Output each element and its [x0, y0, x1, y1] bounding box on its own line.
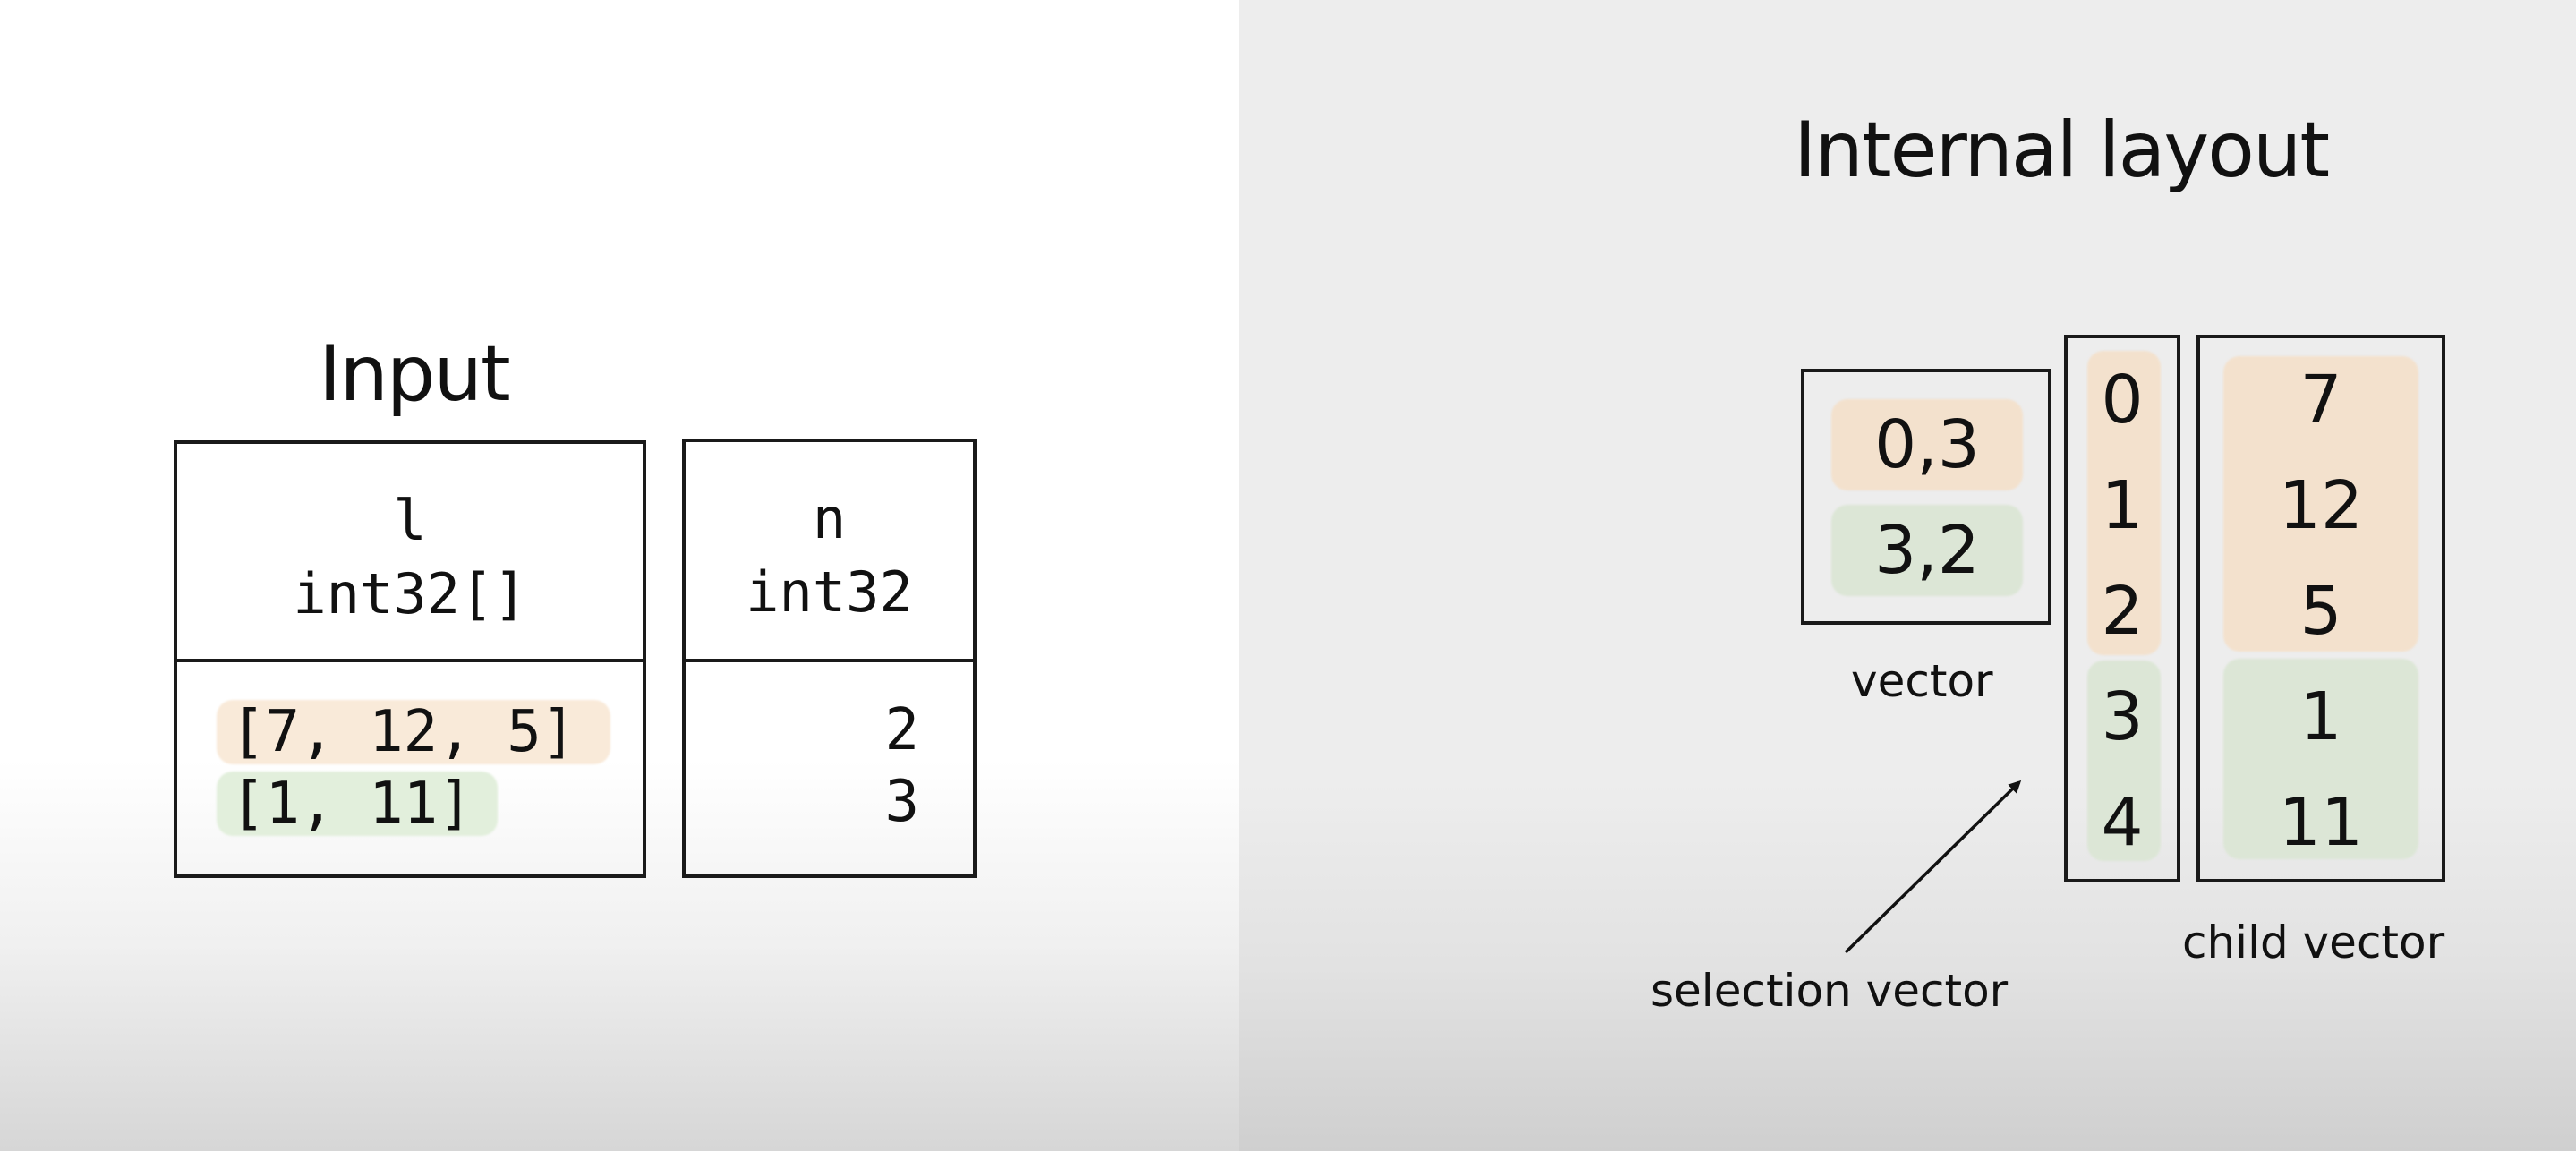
selection-value-4: 4	[2101, 784, 2144, 861]
vector-entry-1: 0,3	[1874, 406, 1980, 483]
vector-entry-2: 3,2	[1874, 512, 1980, 589]
column-l-row-2-value: [1, 11]	[231, 771, 473, 837]
column-l-name: l	[393, 488, 427, 553]
vector-box: 0,3 3,2	[1801, 369, 2051, 625]
selection-vector-box: 0 1 2 3 4	[2064, 335, 2180, 882]
internal-layout-panel: Internal layout 0,3 3,2 vector 0 1 2 3 4…	[1239, 0, 2576, 1151]
input-title: Input	[319, 329, 511, 419]
input-panel: Input l int32[] [7, 12, 5] [1, 11] n int…	[0, 0, 1239, 1151]
child-group-2-highlight	[2223, 659, 2418, 859]
column-n-divider	[686, 659, 973, 662]
column-n-row-1-value: 2	[884, 697, 919, 763]
column-l-row-1-value: [7, 12, 5]	[231, 699, 576, 765]
child-value-4: 11	[2278, 784, 2364, 861]
column-n-type: int32	[746, 559, 913, 625]
child-value-2: 5	[2299, 573, 2342, 650]
column-l-table: l int32[] [7, 12, 5] [1, 11]	[174, 440, 646, 878]
selection-vector-arrow	[1844, 780, 2022, 954]
selection-value-1: 1	[2101, 467, 2144, 544]
child-value-3: 1	[2299, 678, 2342, 755]
column-n-name: n	[812, 486, 847, 551]
selection-group-1-highlight	[2087, 351, 2161, 655]
selection-value-0: 0	[2101, 362, 2144, 439]
child-vector-box: 7 12 5 1 11	[2196, 335, 2445, 882]
column-n-row-2-value: 3	[884, 769, 919, 835]
column-l-divider	[177, 659, 643, 662]
vector-label: vector	[1851, 655, 1993, 707]
child-value-0: 7	[2299, 362, 2342, 439]
column-l-type: int32[]	[293, 561, 527, 627]
child-group-1-highlight	[2223, 356, 2418, 652]
child-vector-label: child vector	[2182, 917, 2445, 968]
column-n-table: n int32 2 3	[682, 439, 977, 878]
column-l-row-2-highlight	[217, 772, 498, 836]
vector-entry-1-highlight	[1831, 399, 2023, 490]
child-value-1: 12	[2278, 467, 2364, 544]
internal-layout-title: Internal layout	[1794, 106, 2330, 195]
selection-value-3: 3	[2101, 678, 2144, 755]
selection-vector-label: selection vector	[1651, 965, 2009, 1017]
vector-entry-2-highlight	[1831, 505, 2023, 596]
selection-group-2-highlight	[2087, 661, 2161, 861]
column-l-row-1-highlight	[217, 700, 610, 764]
selection-value-2: 2	[2101, 573, 2144, 650]
